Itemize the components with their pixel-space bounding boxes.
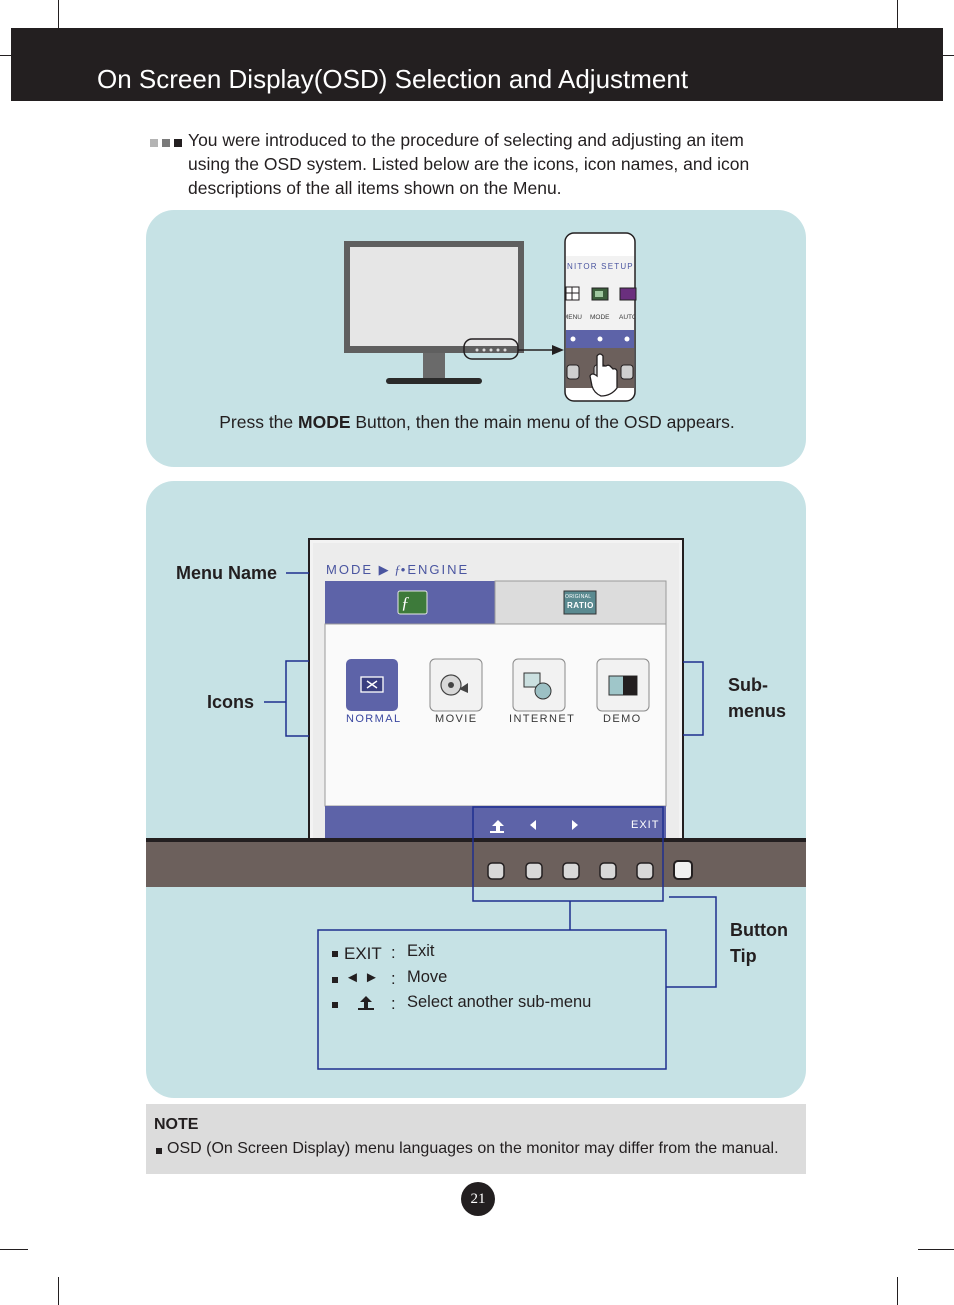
legend-desc-move: Move	[407, 968, 448, 986]
label-button-tip-1: Button	[730, 920, 788, 940]
osd-exit-label: EXIT	[631, 819, 660, 831]
osd-mode-text: MODE ▶ ƒ•ENGINE	[326, 562, 470, 577]
submenu-label-demo: DEMO	[603, 713, 642, 725]
crop-mark	[0, 1249, 28, 1250]
legend-sep: :	[391, 995, 396, 1013]
step1-caption: Press the MODE Button, then the main men…	[0, 412, 954, 433]
engine-text: ENGINE	[407, 562, 470, 577]
button-tip-highlight	[472, 806, 664, 902]
monitor-screen	[350, 247, 518, 346]
bezel-key	[525, 862, 543, 880]
caption-suffix: Button, then the main menu of the OSD ap…	[350, 412, 735, 432]
arrow-head-icon	[552, 345, 564, 355]
f-letter-icon: ƒ	[394, 562, 401, 577]
submenus-bracket	[683, 661, 704, 736]
osd-bezel	[146, 842, 806, 887]
right-arrow-icon	[572, 820, 578, 830]
crop-mark	[943, 55, 954, 56]
label-menu-name: Menu Name	[176, 563, 278, 583]
note-title: NOTE	[154, 1116, 199, 1133]
bullet-square	[162, 139, 170, 147]
auto-icon	[619, 287, 637, 301]
label-sub-menus-1: Sub-	[728, 675, 768, 695]
submenu-label-internet: INTERNET	[509, 713, 576, 725]
f-engine-icon	[397, 590, 428, 615]
submenu-label-normal: NORMAL	[346, 713, 402, 725]
button-highlight	[463, 338, 519, 360]
bezel-key	[599, 862, 617, 880]
label-sub-menus-2: menus	[728, 701, 787, 721]
crop-mark	[897, 0, 898, 28]
caption-bold: MODE	[298, 412, 351, 432]
osd-illustration	[146, 538, 806, 1070]
button-tip-bracket	[666, 896, 717, 988]
zoom-label-mode: MODE	[590, 314, 610, 321]
pointing-hand-icon	[589, 353, 618, 397]
osd-content	[324, 623, 667, 807]
page-title: On Screen Display(OSD) Selection and Adj…	[97, 64, 689, 94]
bezel-key	[562, 862, 580, 880]
label-icons: Icons	[207, 692, 255, 712]
legend-desc-select: Select another sub-menu	[407, 993, 592, 1011]
crop-mark	[58, 0, 59, 28]
label-button-tip-2: Tip	[730, 946, 757, 966]
page-number: 21	[461, 1182, 495, 1216]
legend-sep: :	[391, 944, 396, 962]
header-bar	[11, 28, 943, 101]
ratio-icon-line1: ORIGINAL	[565, 594, 592, 600]
bezel-key	[487, 862, 505, 880]
ratio-icon-line2: RATIO	[567, 601, 594, 610]
monitor-illustration	[344, 232, 637, 402]
left-arrow-icon	[530, 820, 536, 830]
crop-mark	[58, 1277, 59, 1305]
crop-mark	[918, 1249, 954, 1250]
bullet-square	[174, 139, 182, 147]
mode-text: MODE	[326, 562, 373, 577]
legend-key-exit: EXIT	[344, 944, 382, 963]
zoom-key	[566, 364, 580, 380]
monitor-base	[386, 378, 482, 384]
triangle-icon: ▶	[378, 562, 389, 577]
note-box	[146, 1104, 806, 1174]
return-icon	[490, 820, 504, 833]
legend-return-icon	[358, 996, 374, 1010]
original-ratio-icon	[563, 590, 597, 615]
zoom-label-menu: MENU	[566, 314, 582, 321]
osd-bezel-line	[146, 838, 806, 842]
note-bullet	[156, 1148, 162, 1154]
button-tip-legend-box	[317, 929, 667, 1070]
legend-sep: :	[391, 970, 396, 988]
caption-prefix: Press the	[219, 412, 299, 432]
bezel-key	[636, 862, 654, 880]
submenu-label-movie: MOVIE	[435, 713, 478, 725]
intro-text: You were introduced to the procedure of …	[188, 130, 750, 198]
crop-mark	[897, 1277, 898, 1305]
bezel-key	[673, 860, 693, 880]
zoom-title: NITOR SETUP	[567, 262, 634, 271]
zoom-key	[620, 364, 634, 380]
legend-key-move: ◄ ►	[345, 969, 379, 986]
crop-mark	[0, 55, 11, 56]
note-text: OSD (On Screen Display) menu languages o…	[167, 1140, 779, 1157]
f-engine-glyph: ƒ	[401, 593, 410, 612]
legend-desc-exit: Exit	[407, 942, 435, 960]
icons-bracket	[285, 660, 309, 737]
bullet-square	[150, 139, 158, 147]
zoom-label-auto: AUTO	[619, 314, 635, 321]
monitor-neck	[423, 353, 445, 380]
